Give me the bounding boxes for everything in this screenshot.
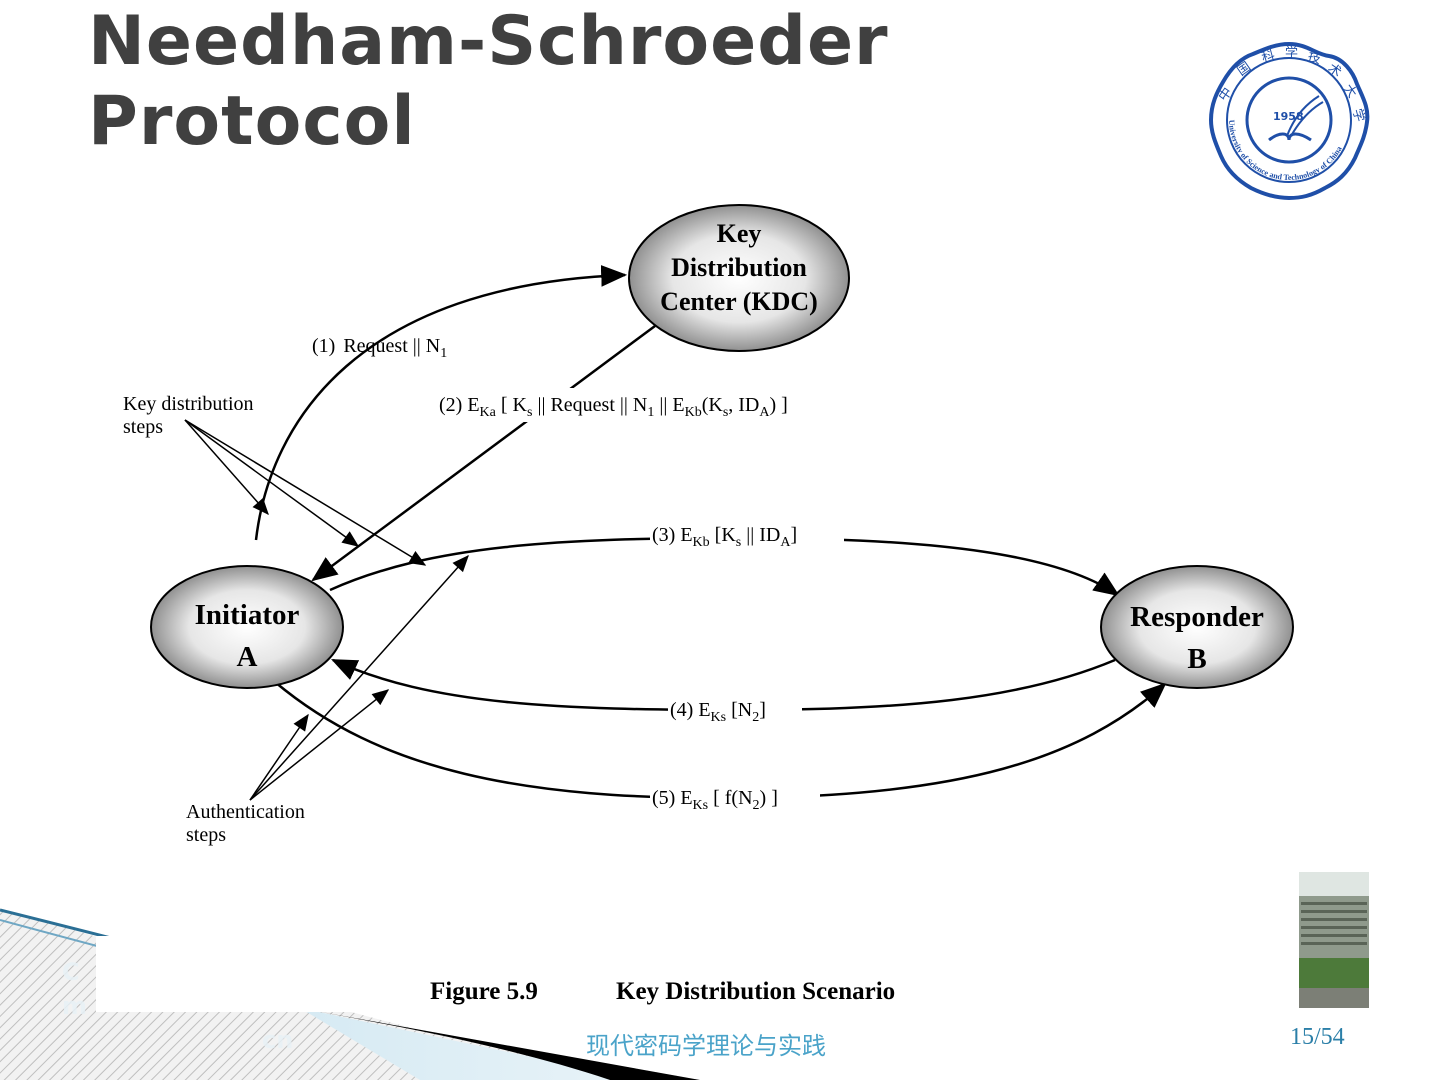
svg-text:技: 技: [1306, 49, 1322, 67]
initiator-label-line2: A: [237, 641, 258, 673]
msg4-label: (4) EKs [N2]: [670, 699, 766, 725]
arrow-msg2: [311, 324, 656, 582]
email-line-1: C: [62, 958, 80, 986]
campus-photo: [1299, 872, 1369, 1008]
svg-text:学: 学: [1285, 45, 1298, 61]
svg-text:科: 科: [1260, 48, 1276, 66]
key-distribution-label-line2: steps: [123, 416, 163, 438]
kdc-label-line3: Center (KDC): [660, 287, 818, 316]
node-initiator: Initiator A: [150, 565, 344, 689]
pointer-kd-3: [184, 419, 427, 566]
node-kdc: Key Distribution Center (KDC): [628, 204, 850, 352]
title-line-2: Protocol: [88, 82, 416, 161]
key-distribution-label-line1: Key distribution: [123, 393, 254, 415]
initiator-label-line1: Initiator: [195, 599, 300, 631]
university-logo-icon: 中 国 科 学 技 术 大 学 University of Science an…: [1208, 41, 1370, 200]
responder-label-line1: Responder: [1130, 601, 1264, 633]
kdc-label-line2: Distribution: [671, 253, 807, 282]
pointer-kd-1: [184, 419, 269, 516]
responder-label-line2: B: [1187, 643, 1206, 675]
corner-decoration: [0, 908, 700, 1080]
email-line-3: cn: [262, 1026, 294, 1054]
node-responder: Responder B: [1100, 565, 1294, 689]
pointer-kd-2: [184, 419, 360, 547]
svg-text:学: 学: [1349, 107, 1368, 124]
msg5-label: (5) EKs [ f(N2) ]: [652, 787, 778, 813]
msg1-label: (1)Request || N1: [312, 335, 447, 361]
msg3-label: (3) EKb [Ks || IDA]: [652, 524, 797, 550]
pointer-auth-2: [249, 689, 390, 801]
email-line-2: m: [62, 992, 88, 1020]
slide-title: Needham-Schroeder Protocol: [88, 2, 988, 162]
arrow-msg1: [254, 265, 628, 541]
pointer-auth-1: [249, 713, 309, 801]
author-email: C m cn: [62, 955, 293, 1057]
msg2-label: (2) EKa [ Ks || Request || N1 || EKb(Ks,…: [439, 394, 788, 420]
title-line-1: Needham-Schroeder: [88, 2, 889, 81]
authentication-label-line2: steps: [186, 824, 226, 846]
footer-course-title: 现代密码学理论与实践: [586, 1032, 826, 1060]
kdc-label-line1: Key: [717, 219, 762, 248]
authentication-label-line1: Authentication: [186, 801, 305, 823]
page-number: 15/54: [1290, 1024, 1345, 1050]
pointer-auth-3: [249, 554, 469, 801]
